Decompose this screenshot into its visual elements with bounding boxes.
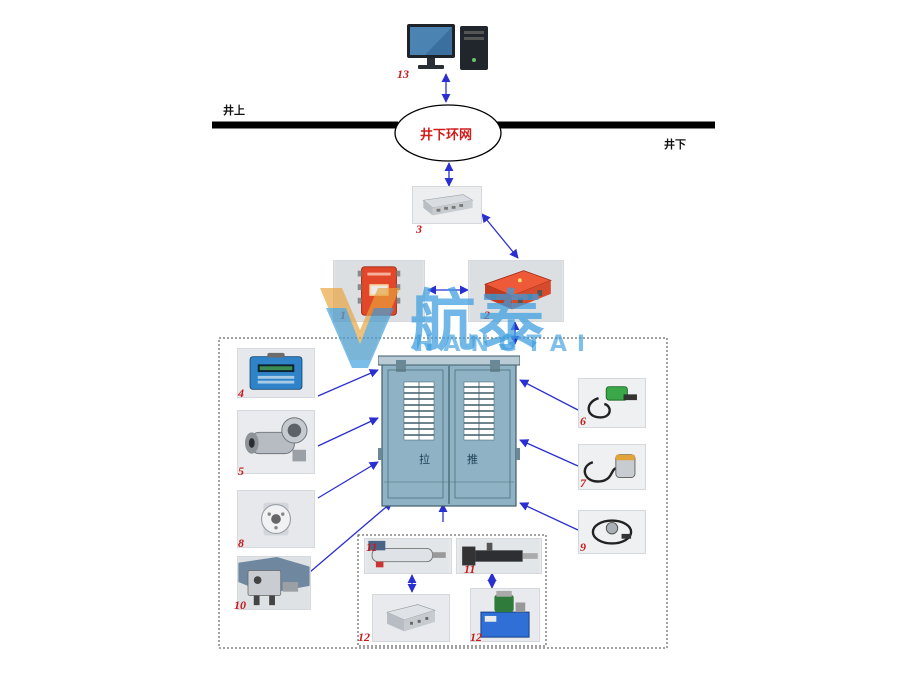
watermark-brand-en: HANGTAI bbox=[415, 332, 596, 357]
arrow-6-door bbox=[519, 379, 579, 411]
ring-network-label: 井下环网 bbox=[420, 128, 473, 143]
watermark-brand-cn: 航泰 bbox=[410, 283, 546, 360]
door-push-label: 推 bbox=[467, 453, 478, 466]
watermark-logo bbox=[312, 268, 602, 378]
number-5: 5 bbox=[238, 464, 244, 478]
hydraulic-boundary bbox=[357, 534, 547, 647]
number-8: 8 bbox=[238, 536, 244, 550]
arrow-5-door bbox=[317, 417, 379, 447]
number-3: 3 bbox=[416, 222, 422, 236]
junction-box-photo bbox=[372, 594, 450, 642]
cable-sensor-mid-photo bbox=[578, 444, 646, 490]
control-box-right-photo bbox=[468, 260, 564, 322]
arrow-10-door bbox=[309, 501, 393, 573]
number-6: 6 bbox=[580, 414, 586, 428]
hydraulic-station-photo bbox=[470, 588, 540, 642]
arrow-7-door bbox=[519, 439, 579, 467]
above-ground-label: 井上 bbox=[223, 105, 245, 117]
arrow-9-door bbox=[519, 502, 579, 531]
door-pull-label: 拉 bbox=[419, 453, 430, 466]
system-boundary bbox=[218, 337, 668, 649]
cable-sensor-top-photo bbox=[578, 378, 646, 428]
number-11-left: 11 bbox=[366, 540, 378, 554]
number-4: 4 bbox=[238, 386, 244, 400]
arrow-4-door bbox=[317, 369, 379, 397]
number-12-right: 12 bbox=[470, 630, 482, 644]
computer-icon bbox=[405, 20, 495, 76]
display-panel-photo bbox=[237, 348, 315, 398]
number-12-left: 12 bbox=[358, 630, 370, 644]
number-10: 10 bbox=[234, 598, 246, 612]
cable-sensor-bottom-photo bbox=[578, 510, 646, 554]
ring-network-ellipse bbox=[394, 104, 502, 162]
below-ground-label: 井下 bbox=[664, 139, 686, 151]
air-door bbox=[377, 352, 521, 508]
cylinder-right-photo bbox=[456, 538, 542, 574]
sensor-round-photo bbox=[237, 490, 315, 548]
arrow-8-door bbox=[317, 461, 379, 499]
switch-box-photo bbox=[412, 186, 482, 224]
cylinder-left-photo bbox=[364, 538, 452, 574]
number-9: 9 bbox=[580, 540, 586, 554]
arrow-switch-box2 bbox=[481, 213, 519, 259]
bracket-sensor-photo bbox=[237, 556, 311, 610]
number-13: 13 bbox=[397, 67, 409, 81]
number-11-right: 11 bbox=[464, 562, 476, 576]
number-2: 2 bbox=[484, 308, 490, 322]
number-7: 7 bbox=[580, 476, 586, 490]
camera-photo bbox=[237, 410, 315, 474]
